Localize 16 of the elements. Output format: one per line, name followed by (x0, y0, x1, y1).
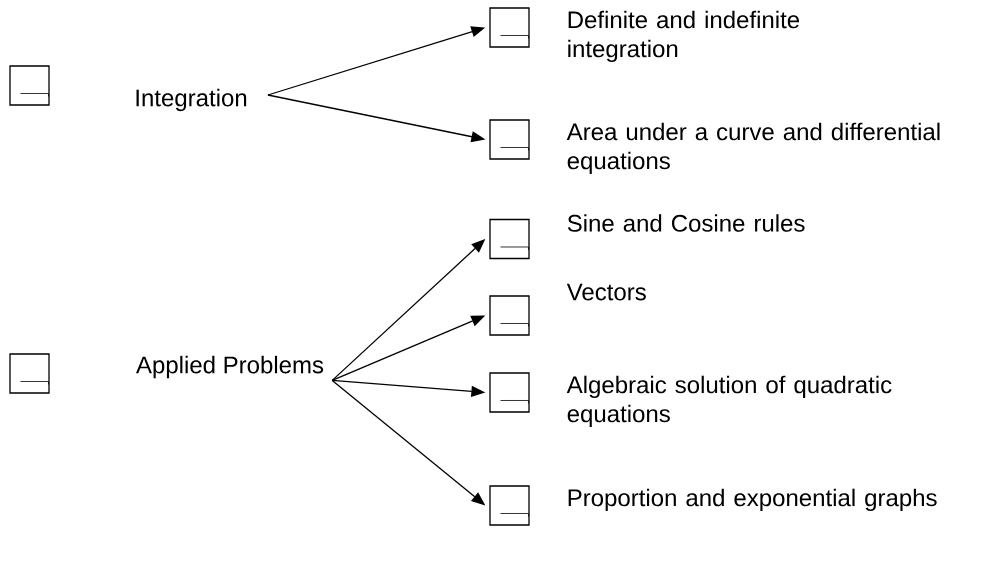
topic-label: Integration (136, 88, 247, 112)
item-label: Vectors (566, 283, 646, 301)
item-label: Definite and indefinite integration (568, 10, 800, 63)
item-label: Area under a curve and differential equations (566, 122, 940, 175)
checkbox (489, 372, 530, 413)
checkbox (489, 295, 530, 336)
checkbox (489, 119, 530, 160)
checkbox (9, 65, 50, 106)
checkbox (489, 7, 530, 48)
checkbox (489, 218, 530, 260)
item-label: Sine and Cosine rules (567, 214, 805, 232)
checkbox (9, 353, 50, 394)
checkbox (489, 485, 530, 526)
item-label: Algebraic solution of quadratic equations (566, 375, 892, 428)
topic-label: Applied Problems (136, 355, 324, 379)
item-label: Proportion and exponential graphs (568, 488, 937, 512)
